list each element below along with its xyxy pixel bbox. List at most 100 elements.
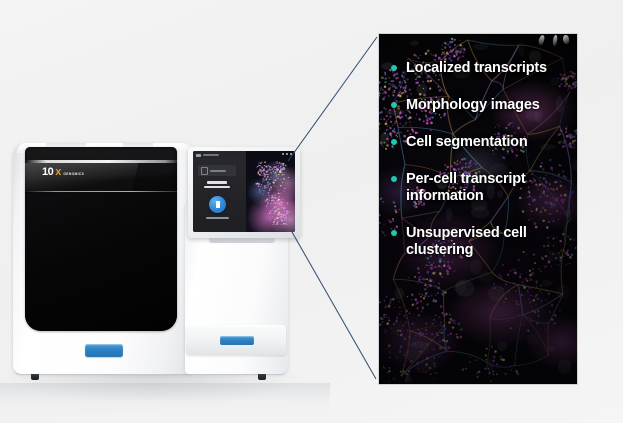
preview-speckle <box>273 181 275 184</box>
preview-speckle <box>269 195 270 197</box>
preview-speckle <box>270 213 273 215</box>
preview-speckle <box>273 192 275 194</box>
start-run-button[interactable] <box>209 196 226 213</box>
preview-speckle <box>263 193 265 195</box>
instrument-glass-door[interactable]: 10 x GENOMICS <box>25 147 177 331</box>
preview-speckle <box>267 199 269 201</box>
preview-speckle <box>267 202 269 205</box>
preview-speckle <box>269 165 271 168</box>
preview-speckle <box>274 166 277 168</box>
preview-speckle <box>285 214 287 216</box>
preview-speckle <box>281 212 283 214</box>
consumable-drawer[interactable] <box>186 325 286 355</box>
preview-speckle <box>257 173 259 175</box>
start-run-caption <box>206 217 229 219</box>
preview-speckle <box>282 164 284 166</box>
preview-speckle <box>281 215 283 217</box>
preview-speckle <box>278 162 281 164</box>
preview-speckle <box>269 212 271 214</box>
preview-speckle <box>283 214 285 216</box>
topbar-logo-icon <box>196 153 201 157</box>
feature-item: Morphology images <box>391 97 569 114</box>
instrument-foot-right <box>258 371 266 380</box>
topbar-title-placeholder <box>203 154 219 156</box>
preview-speckle <box>283 173 285 176</box>
preview-speckle <box>265 170 268 173</box>
preview-speckle <box>273 220 276 223</box>
preview-speckle <box>262 165 264 167</box>
preview-speckle <box>288 175 289 176</box>
run-status-heading <box>203 181 231 190</box>
feature-item: Cell segmentation <box>391 134 569 151</box>
preview-speckle <box>278 215 280 217</box>
preview-speckle <box>271 224 274 226</box>
preview-speckle <box>287 176 289 178</box>
preview-speckle <box>259 191 261 193</box>
instrument-top-vent-right <box>123 143 153 148</box>
instrument-drop-shadow <box>8 372 298 402</box>
preview-speckle <box>274 218 276 221</box>
preview-speckle <box>263 187 266 189</box>
preview-speckle <box>285 165 287 167</box>
preview-speckle <box>267 179 269 181</box>
preview-speckle <box>281 170 283 173</box>
preview-speckle <box>267 201 269 203</box>
preview-speckle <box>269 203 271 206</box>
preview-speckle <box>260 168 263 170</box>
preview-speckle <box>273 164 275 166</box>
preview-speckle <box>276 201 279 204</box>
preview-speckle <box>263 174 265 176</box>
preview-speckle <box>283 164 285 165</box>
preview-speckle <box>286 209 289 211</box>
preview-speckle <box>277 164 280 167</box>
preview-speckle <box>265 204 268 207</box>
preview-speckle <box>280 216 282 218</box>
preview-speckle <box>279 195 281 197</box>
preview-speckle <box>277 168 279 170</box>
preview-speckle <box>275 223 278 226</box>
panel-vignette <box>379 34 577 384</box>
preview-speckle <box>279 207 281 208</box>
minimize-icon[interactable] <box>281 153 284 155</box>
feature-label: Localized transcripts <box>406 60 547 76</box>
drawer-eject-button[interactable] <box>220 336 254 345</box>
preview-speckle <box>277 210 279 212</box>
preview-speckle <box>255 183 258 185</box>
run-info-card[interactable] <box>198 165 236 176</box>
feature-item: Localized transcripts <box>391 60 569 77</box>
preview-speckle <box>278 166 280 168</box>
preview-speckle <box>257 185 260 188</box>
touchscreen-stand <box>209 238 275 243</box>
preview-speckle <box>275 203 277 205</box>
preview-speckle <box>269 218 271 220</box>
maximize-icon[interactable] <box>285 153 288 155</box>
preview-speckle <box>264 180 266 182</box>
preview-speckle <box>286 202 289 205</box>
preview-speckle <box>278 212 280 215</box>
instrument-touchscreen[interactable] <box>193 151 295 232</box>
door-handle-button[interactable] <box>85 344 123 357</box>
preview-speckle <box>283 177 286 180</box>
preview-speckle <box>276 169 279 172</box>
preview-speckle <box>283 216 285 218</box>
preview-speckle <box>273 196 275 198</box>
preview-speckle <box>273 224 275 226</box>
preview-speckle <box>267 164 270 167</box>
preview-speckle <box>265 178 267 180</box>
bullet-icon <box>391 65 397 71</box>
preview-speckle <box>278 173 280 176</box>
preview-speckle <box>275 210 277 212</box>
preview-speckle <box>276 192 278 194</box>
preview-speckle <box>270 202 272 204</box>
preview-speckle <box>262 180 264 182</box>
preview-speckle <box>267 186 269 188</box>
preview-cell-speckles <box>255 161 291 226</box>
preview-speckle <box>267 191 270 194</box>
preview-speckle <box>270 176 272 179</box>
preview-speckle <box>267 181 269 183</box>
preview-speckle <box>281 219 283 221</box>
preview-speckle <box>273 185 275 187</box>
preview-speckle <box>273 200 276 202</box>
preview-speckle <box>273 166 275 169</box>
